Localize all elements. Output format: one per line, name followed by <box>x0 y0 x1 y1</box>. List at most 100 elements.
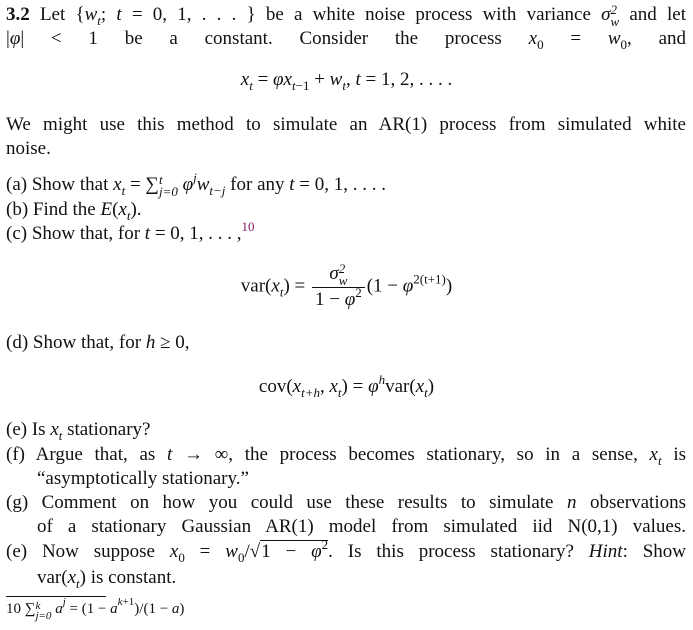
text: = <box>184 541 226 562</box>
math-symbol: t <box>144 223 151 244</box>
text: (1 − <box>366 275 403 297</box>
text: We might use this method to simulate an … <box>6 114 686 135</box>
text: ) <box>445 275 453 297</box>
footnote-divider <box>6 596 106 597</box>
text: (e) Is <box>6 419 51 440</box>
subscript: t <box>342 78 346 93</box>
text: 1 − <box>261 541 312 562</box>
paragraph-line-1: We might use this method to simulate an … <box>6 113 686 137</box>
math-symbol: n <box>566 492 577 513</box>
text: observations <box>576 492 687 513</box>
math-symbol: h <box>145 332 156 353</box>
subscript: t−j <box>209 183 226 198</box>
superscript: 2 <box>355 285 362 300</box>
subscript: t <box>424 385 428 400</box>
text: )/(1 − <box>134 601 172 617</box>
superscript: 2(t+1) <box>413 271 446 287</box>
math-symbol: t <box>289 174 295 195</box>
subscript: 0 <box>237 550 245 565</box>
text: (a) Show that <box>6 174 114 195</box>
text: ). <box>130 199 142 220</box>
math-symbol: t <box>355 69 361 90</box>
math-symbol: x <box>240 69 250 90</box>
text: var( <box>385 376 416 397</box>
square-root-radicand: 1 − φ2 <box>260 538 329 562</box>
text: ) <box>427 376 435 397</box>
text: (c) Show that, for <box>6 223 145 244</box>
subscript: j=0 <box>158 184 178 199</box>
text: ) <box>179 601 185 617</box>
subscript: j=0 <box>35 610 52 622</box>
superscript: h <box>378 372 386 387</box>
math-symbol: φ <box>9 28 21 49</box>
math-symbol: x <box>50 419 59 440</box>
subscript: t <box>291 78 296 93</box>
math-symbol: x <box>415 376 425 397</box>
text: Let { <box>29 4 85 25</box>
text: var( <box>240 275 272 297</box>
text: = <box>543 28 608 49</box>
text: is <box>661 444 686 465</box>
math-symbol: x <box>528 28 538 49</box>
subscript: t <box>657 453 662 468</box>
math-symbol: x <box>292 376 302 397</box>
part-g-line-1: (g) Comment on how you could use these r… <box>6 491 686 515</box>
superscript: 2 <box>338 261 346 276</box>
part-e2-line-1: (e) Now suppose x0 = w0/√1 − φ2. Is this… <box>6 538 687 565</box>
denominator: 1 − φ2 <box>311 285 365 312</box>
text: : Show <box>622 541 687 562</box>
text: (f) Argue that, as <box>6 444 167 465</box>
subscript: t <box>97 13 101 28</box>
subscript: w <box>610 14 620 29</box>
part-e: (e) Is xt stationary? <box>6 418 686 442</box>
text: = 0, 1, . . . . <box>294 174 387 195</box>
math-symbol: φx <box>273 69 292 90</box>
text: = 0, 1, . . . , <box>150 223 242 244</box>
math-symbol: w <box>225 541 238 562</box>
footnote-marker: 10 <box>241 219 255 234</box>
part-g-line-2: of a stationary Gaussian AR(1) model fro… <box>37 515 686 539</box>
subscript: 0 <box>178 550 185 565</box>
problem-number: 3.2 <box>6 4 30 25</box>
subscript: w <box>338 273 348 288</box>
math-symbol: x <box>329 376 338 397</box>
text: , <box>319 376 330 397</box>
text: , <box>345 69 356 90</box>
subscript: t <box>58 428 63 443</box>
subscript: t <box>279 284 284 300</box>
superscript: k <box>35 600 41 612</box>
subscript: t <box>121 183 126 198</box>
math-symbol: x <box>118 199 127 220</box>
text: (d) Show that, for <box>6 332 146 353</box>
text: ) = <box>283 275 310 297</box>
subscript: t <box>76 576 80 591</box>
superscript: j <box>62 596 66 608</box>
text: var( <box>37 567 68 588</box>
text: | <box>6 28 10 49</box>
text: = <box>252 69 274 90</box>
text: and let <box>619 4 687 25</box>
part-f-line-1: (f) Argue that, as t → ∞, the process be… <box>6 443 686 467</box>
part-c: (c) Show that, for t = 0, 1, . . . ,10 <box>6 219 686 246</box>
part-b: (b) Find the E(xt). <box>6 198 686 222</box>
subscript: 0 <box>620 37 628 52</box>
subscript: t <box>337 385 342 400</box>
text: “asymptotically stationary.” <box>37 468 249 489</box>
part-e2-line-2: var(xt) is constant. <box>37 566 686 590</box>
text: for any <box>225 174 290 195</box>
math-symbol: w <box>196 174 210 195</box>
subscript: −1 <box>295 78 310 93</box>
text: = ∑ <box>125 174 159 195</box>
text: ) is constant. <box>79 567 177 588</box>
superscript: 2 <box>610 2 618 17</box>
problem-intro-line-1: 3.2 Let {wt; t = 0, 1, . . . } be a whit… <box>6 3 686 28</box>
text: = (1 − <box>65 601 111 617</box>
text: (g) Comment on how you could use these r… <box>6 492 567 513</box>
superscript: j <box>193 170 197 185</box>
